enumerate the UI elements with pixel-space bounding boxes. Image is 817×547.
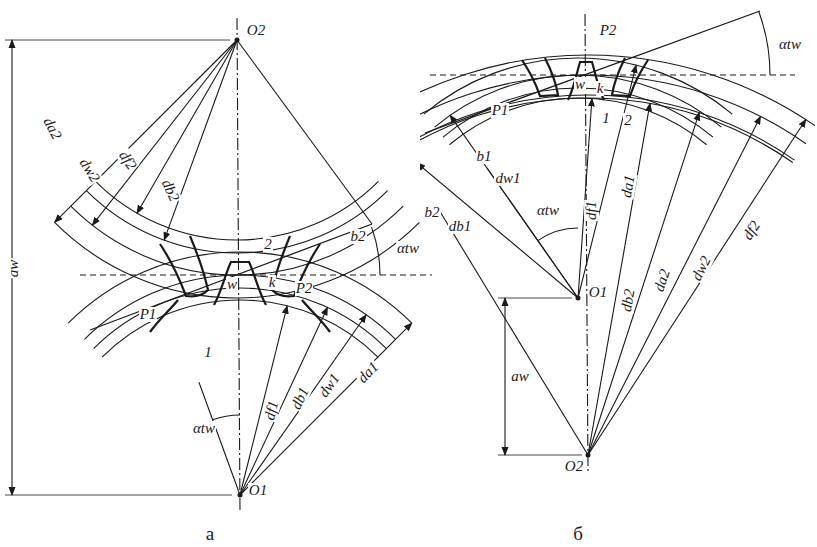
extension-line [5,495,232,496]
symbol-label: df2 [740,217,764,243]
gear-tooth [612,58,648,96]
symbol-label: 2 [623,113,633,128]
diameter-ray [588,120,806,455]
symbol-label: 1 [203,345,213,360]
symbol-label: db1 [448,219,473,234]
diameter-ray [588,103,650,455]
symbol-label: αtw [778,37,802,52]
symbol-label: db1 [288,384,312,413]
symbol-label: w [574,77,586,92]
diameter-ray [588,113,699,455]
extension-line [498,455,582,456]
panel-label: а [205,524,215,543]
internal-gearing [420,11,815,472]
line-of-action [425,11,760,133]
center-point [586,453,591,458]
gear-tooth [302,300,330,332]
diameter-ray [240,306,287,495]
symbol-label: αtw [192,421,216,436]
diameter-ray [240,315,366,495]
panel-label: б [572,524,584,543]
gear-circle [424,58,733,114]
diameter-ray [420,163,578,298]
symbol-label: b2 [350,229,367,244]
symbol-label: P2 [295,281,314,296]
gear-tooth [522,58,558,96]
gear-circle [86,191,387,253]
symbol-label: da2 [40,114,65,143]
gear-circle [84,275,395,339]
symbol-label: P1 [491,103,510,118]
symbol-label: O2 [564,459,584,474]
radius-line [237,40,372,224]
symbol-label: db2 [618,287,637,314]
line-of-action [90,224,372,330]
symbol-label: aw [510,369,530,384]
symbol-label: df1 [262,398,282,422]
diameter-ray [55,40,237,222]
symbol-label: da1 [618,173,637,200]
diameter-ray [240,323,412,495]
center-line [237,18,240,512]
gear-circle [94,288,387,349]
symbol-label: k [268,275,277,290]
symbol-label: k [596,81,605,96]
gear-tooth [272,236,320,296]
symbol-label: αtw [536,203,560,218]
center-point [235,38,240,43]
symbol-label: O2 [246,23,266,38]
diameter-ray [588,116,761,455]
extension-line [5,40,230,41]
external-gearing [5,18,432,512]
symbol-label: P2 [599,23,618,38]
symbol-label: P1 [139,307,158,322]
symbol-label: b1 [476,149,493,164]
gear-tooth [214,262,266,305]
symbol-label: 2 [263,237,273,252]
diameter-ray [137,40,237,213]
dimension-line [504,298,505,455]
symbol-label: O1 [588,285,608,300]
symbol-label: db2 [158,176,182,205]
symbol-label: da1 [354,358,382,386]
symbol-label: αtw [396,241,420,256]
gear-circle [420,98,793,163]
gear-tooth [568,62,604,100]
center-point [238,493,243,498]
diameter-ray [92,40,237,225]
center-point [576,296,581,301]
symbol-label: b2 [424,205,441,220]
symbol-label: da2 [651,266,673,294]
symbol-label: df1 [584,199,599,220]
symbol-label: dw2 [689,253,715,284]
symbol-label: aw [6,258,21,278]
symbol-label: O1 [248,483,268,498]
gear-circle [71,206,403,275]
diameter-ray [164,40,237,240]
symbol-label: 1 [601,111,611,126]
gear-circle [420,55,815,127]
symbol-label: dw2 [76,155,103,186]
angle-side [199,382,240,495]
symbol-label: w [226,277,238,292]
extension-line [498,298,572,299]
diameter-ray [240,307,327,495]
angle-arc [372,227,380,275]
gear-circle [449,98,706,145]
angle-arc [213,415,240,420]
gear-tooth [160,236,208,296]
angle-arc [538,228,578,241]
symbol-label: dw1 [494,171,521,186]
gear-circle [68,252,412,323]
gear-circle [102,300,378,357]
angle-arc [759,12,770,75]
gear-circle [435,75,722,127]
